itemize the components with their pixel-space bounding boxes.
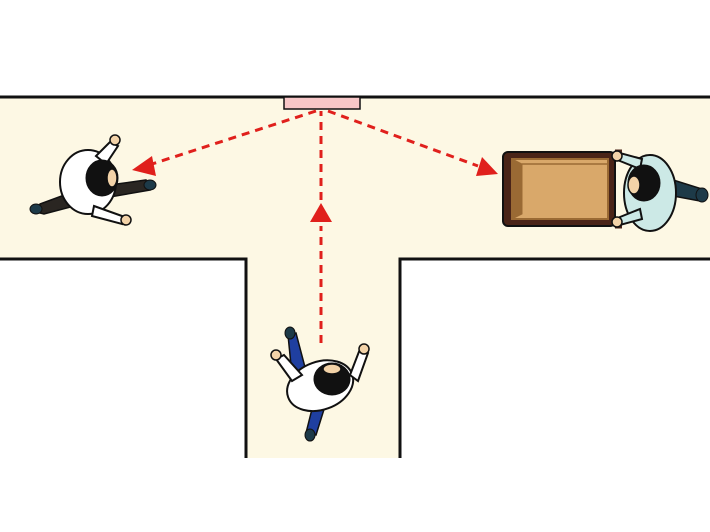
person-walking-icon [29,134,157,226]
sight-lines [132,109,498,343]
sight-line-to-cart [327,109,479,168]
hand-cart-with-box-icon [502,149,622,229]
arrow-left-head [132,156,156,176]
person-left [29,134,157,226]
person-pushing-cart-icon [611,150,709,232]
arrow-right-head [476,157,498,176]
convex-mirror-icon [283,96,361,110]
person-bottom [270,326,370,442]
sight-line-to-left-person [151,109,317,166]
person-pushing-cart [611,150,709,232]
person-walking-icon [270,326,370,442]
corridor-wall-left [0,257,248,458]
arrow-up-head [310,203,332,222]
corridor-wall-right [398,257,710,458]
